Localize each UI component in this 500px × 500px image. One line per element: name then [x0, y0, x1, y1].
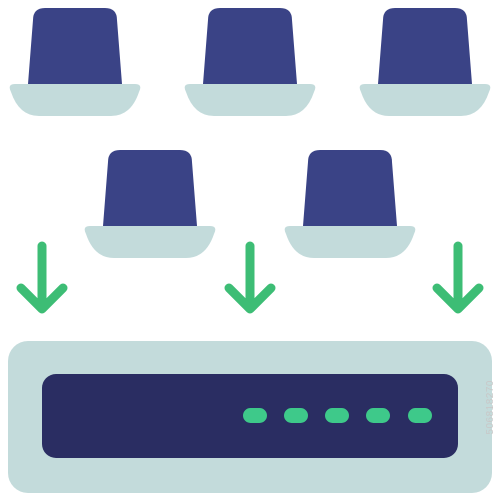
top-hat-icon: [9, 8, 141, 116]
hat-brim: [9, 84, 141, 116]
status-light: [284, 408, 308, 423]
hat-brim: [284, 226, 416, 258]
hat-brim: [359, 84, 491, 116]
network-switch-icon: [8, 341, 492, 493]
hat-brim: [84, 226, 216, 258]
arrow-down-icon: [16, 241, 68, 314]
top-hat-icon: [359, 8, 491, 116]
hat-crown: [203, 8, 297, 84]
top-hat-icon: [84, 150, 216, 258]
watermark-id: 506818270: [485, 380, 496, 435]
hat-crown: [303, 150, 397, 226]
arrow-down-icon: [224, 241, 276, 314]
hat-crown: [28, 8, 122, 84]
top-hat-icon: [184, 8, 316, 116]
status-light: [366, 408, 390, 423]
status-lights: [243, 408, 432, 423]
status-light: [243, 408, 267, 423]
arrow-down-icon: [432, 241, 484, 314]
status-light: [325, 408, 349, 423]
arrows-group: [16, 241, 484, 314]
hat-crown: [378, 8, 472, 84]
status-light: [408, 408, 432, 423]
hats-group: [9, 8, 491, 258]
hat-crown: [103, 150, 197, 226]
hat-brim: [184, 84, 316, 116]
top-hat-icon: [284, 150, 416, 258]
